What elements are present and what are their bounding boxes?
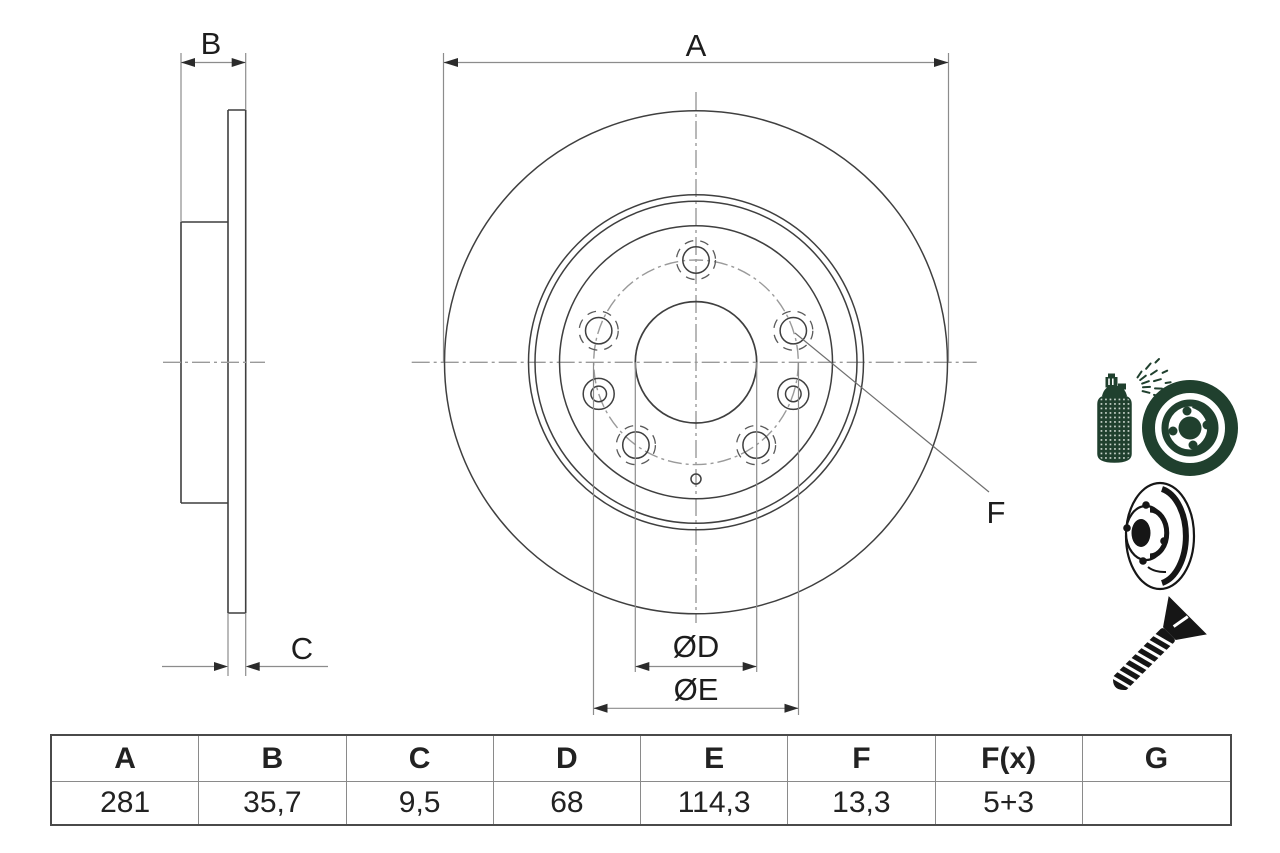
label-C: C [291, 631, 313, 666]
dimension-table: A B C D E F F(x) G 281 35,7 9,5 68 114,3… [50, 734, 1232, 826]
technical-drawing: B C [162, 26, 1238, 715]
dimension-A: A [442, 28, 950, 363]
table-value-cell: 9,5 [347, 782, 494, 824]
table-header-cell: A [52, 736, 200, 782]
friction-band-circle-outer [527, 194, 865, 531]
table-header-cell: E [641, 736, 789, 782]
countersunk-screw-icon [1110, 596, 1207, 691]
table-value-cell [1083, 782, 1230, 824]
dimension-C: C [162, 613, 328, 676]
table-header-cell: C [346, 736, 494, 782]
friction-band-circle-inner [534, 200, 858, 525]
table-value-cell: 281 [52, 782, 200, 824]
spray-can-cap [1105, 373, 1126, 390]
sprayed-disc-icon [1142, 380, 1238, 476]
lug-holes [578, 239, 814, 466]
table-header-cell: F(x) [935, 736, 1083, 782]
table-header-cell: D [493, 736, 641, 782]
label-B: B [201, 26, 222, 61]
table-value-cell: 35,7 [199, 782, 347, 824]
small-hole [690, 473, 702, 485]
spray-droplets [1136, 358, 1172, 398]
dimension-E: ØE [592, 362, 800, 715]
label-A: A [686, 28, 707, 63]
dimension-F-leader: F [794, 332, 1006, 530]
table-value-cell: 114,3 [641, 782, 789, 824]
brake-disc-icon [1123, 481, 1196, 591]
hat-step-circle [558, 225, 834, 500]
spray-can-body [1097, 395, 1132, 463]
dimension-B: B [180, 26, 247, 222]
label-E: ØE [674, 672, 719, 707]
disc-front-view: A ØD ØE F [411, 28, 1006, 715]
table-header-cell: F [788, 736, 936, 782]
table-value-cell: 5+3 [936, 782, 1083, 824]
disc-side-view: B C [162, 26, 328, 676]
table-value-cell: 68 [494, 782, 641, 824]
label-F: F [987, 495, 1006, 530]
outer-diameter-circle [443, 110, 949, 615]
table-value-cell: 13,3 [788, 782, 936, 824]
table-header-cell: B [199, 736, 347, 782]
dimension-D: ØD [634, 362, 758, 672]
spray-can-icon [1097, 358, 1238, 476]
extra-holes [582, 377, 810, 485]
table-header-cell: G [1082, 736, 1230, 782]
label-D: ØD [673, 629, 720, 664]
